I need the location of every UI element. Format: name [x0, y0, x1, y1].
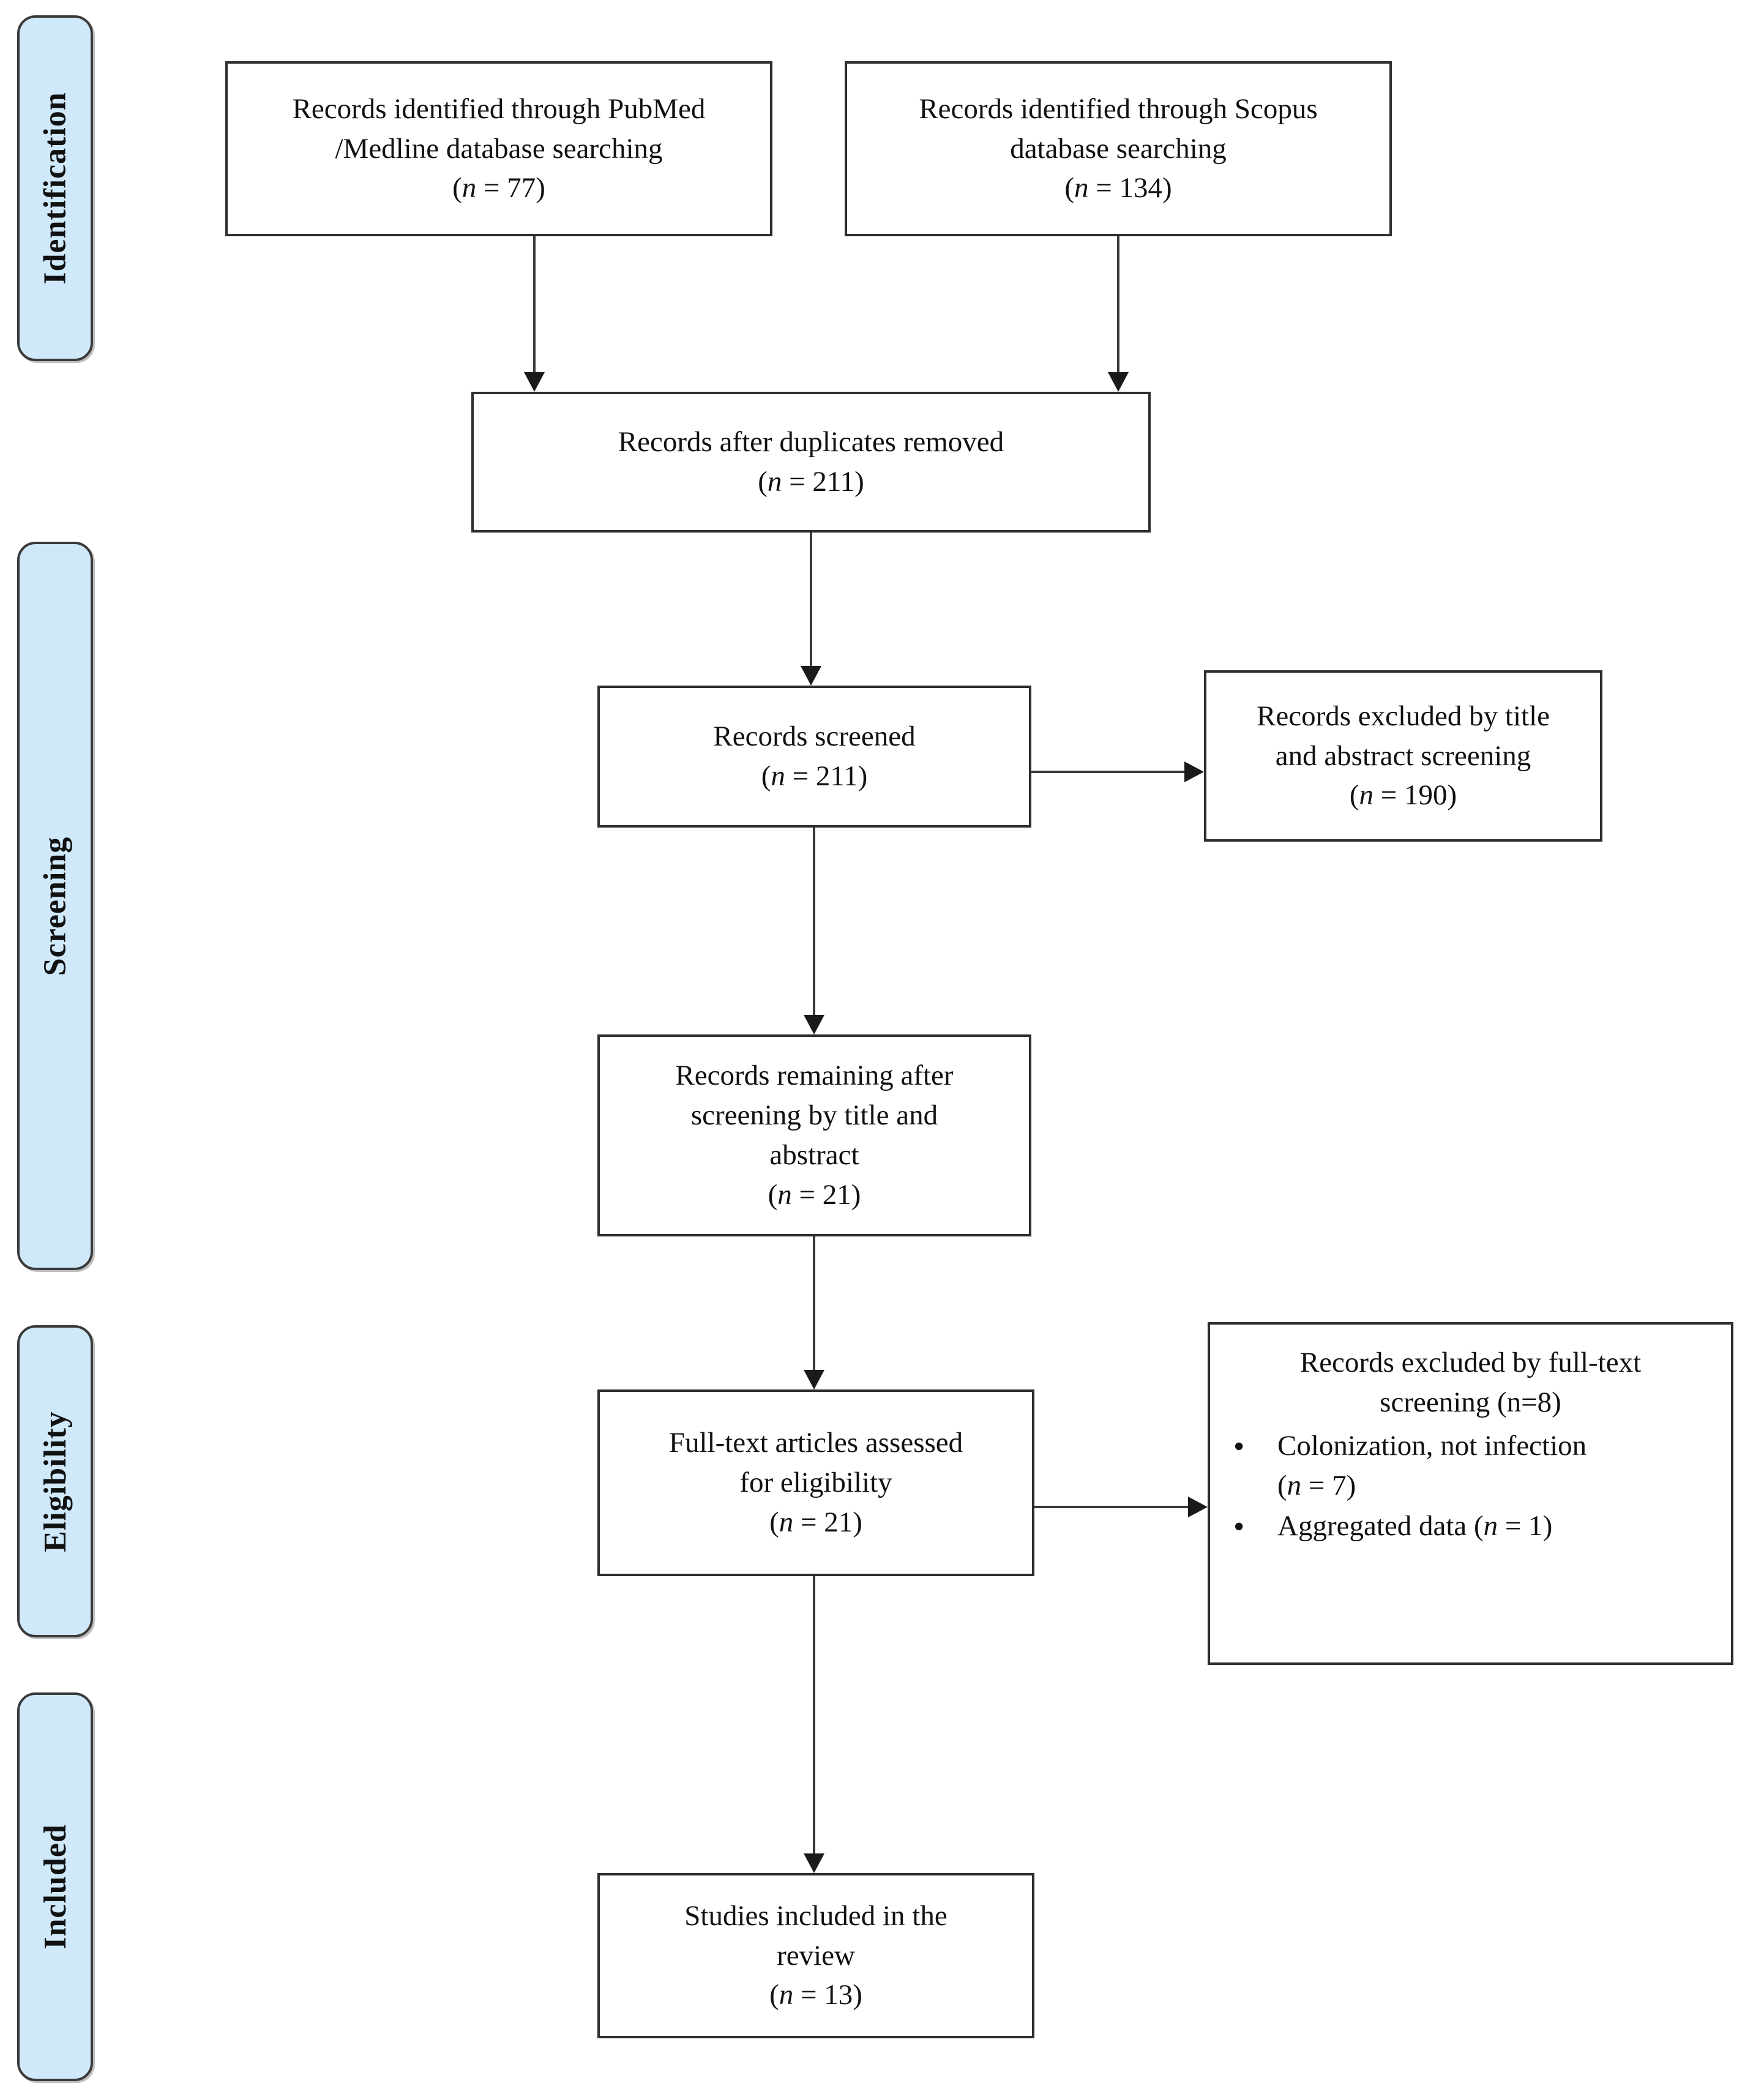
stage-label-identification: Identification — [17, 15, 93, 361]
box-text-line: Records excluded by full-text — [1299, 1347, 1642, 1378]
box-text-line: Records identified through PubMed — [292, 92, 706, 125]
box-records-after-duplicates-removed: Records after duplicates removed (n = 211… — [471, 392, 1151, 533]
stage-label-eligibility: Eligibility — [17, 1325, 93, 1637]
arrowhead-down-icon — [1108, 372, 1129, 392]
arrow-line-screened-to-excluded — [1031, 771, 1186, 773]
box-fulltext-articles-assessed: Full-text articles assessed for eligibili… — [597, 1389, 1034, 1576]
box-text: Records remaining after screening by titl… — [600, 1056, 1029, 1214]
stage-label-text: Eligibility — [37, 1410, 73, 1552]
arrowhead-down-icon — [804, 1015, 824, 1034]
box-text: Records excluded by full-text screening (… — [1210, 1343, 1731, 1423]
arrow-line-fulltext-to-included — [813, 1576, 815, 1855]
box-bullet-list: Colonization, not infection (n = 7) Aggreg… — [1210, 1425, 1731, 1549]
box-text-line: screening (n=8) — [1380, 1386, 1561, 1418]
box-text: Full-text articles assessed for eligibili… — [600, 1423, 1032, 1542]
arrow-line-remaining-to-fulltext — [813, 1236, 815, 1371]
arrow-line-scopus-to-duplicates — [1117, 236, 1119, 375]
box-text-line: Full-text articles assessed — [668, 1427, 963, 1459]
box-text-line: (n = 190) — [1349, 779, 1457, 812]
arrow-line-screened-to-remaining — [813, 828, 815, 1016]
box-text-line: /Medline database searching — [335, 132, 663, 165]
box-records-screened: Records screened (n = 211) — [597, 686, 1031, 828]
arrow-line-fulltext-to-excluded — [1034, 1506, 1189, 1508]
box-text-line: for eligibility — [739, 1467, 892, 1499]
stage-label-text: Screening — [37, 836, 73, 976]
box-text-line: Records excluded by title — [1257, 700, 1550, 732]
bullet-line: (n = 7) — [1277, 1469, 1356, 1501]
box-text-line: Studies included in the — [684, 1899, 947, 1932]
bullet-item: Colonization, not infection (n = 7) — [1210, 1425, 1731, 1506]
arrow-line-pubmed-to-duplicates — [533, 236, 536, 375]
stage-label-screening: Screening — [17, 542, 93, 1270]
box-text-line: database searching — [1010, 132, 1227, 165]
box-text-line: Records after duplicates removed — [618, 426, 1004, 458]
box-text: Records identified through Scopus databas… — [847, 89, 1389, 209]
stage-label-text: Included — [37, 1824, 73, 1950]
box-text-line: abstract — [769, 1139, 859, 1171]
box-records-identified-scopus: Records identified through Scopus databas… — [845, 61, 1392, 236]
bullet-line: Aggregated data (n = 1) — [1277, 1510, 1553, 1542]
box-text-line: review — [777, 1939, 855, 1972]
arrowhead-right-icon — [1188, 1497, 1208, 1517]
box-text-line: (n = 211) — [758, 466, 864, 498]
box-text-line: (n = 21) — [768, 1178, 861, 1211]
box-records-remaining-after-screening: Records remaining after screening by titl… — [597, 1034, 1031, 1236]
box-text-line: (n = 13) — [769, 1979, 862, 2011]
arrowhead-down-icon — [804, 1853, 824, 1873]
box-text-line: screening by title and — [690, 1099, 938, 1132]
box-text: Records identified through PubMed/Medlin… — [228, 89, 770, 209]
box-text-line: (n = 21) — [769, 1506, 862, 1538]
arrow-line-duplicates-to-screened — [810, 533, 812, 667]
bullet-line: Colonization, not infection — [1277, 1429, 1587, 1462]
box-text-line: Records identified through Scopus — [919, 92, 1318, 125]
stage-label-included: Included — [17, 1692, 93, 2081]
box-records-excluded-fulltext: Records excluded by full-text screening (… — [1208, 1322, 1733, 1665]
arrowhead-right-icon — [1184, 761, 1204, 782]
box-text-line: (n = 77) — [452, 172, 545, 204]
box-text: Records after duplicates removed (n = 211… — [474, 422, 1148, 502]
box-text: Studies included in the review (n = 13) — [600, 1896, 1032, 2016]
box-records-identified-pubmed: Records identified through PubMed/Medlin… — [225, 61, 772, 236]
box-text-line: (n = 134) — [1064, 172, 1172, 204]
box-text-line: Records screened — [713, 720, 916, 753]
bullet-item: Aggregated data (n = 1) — [1210, 1505, 1731, 1549]
box-text-line: Records remaining after — [675, 1060, 954, 1092]
box-text: Records screened (n = 211) — [600, 717, 1029, 796]
arrowhead-down-icon — [801, 666, 821, 686]
stage-label-text: Identification — [37, 92, 73, 285]
box-text: Records excluded by title and abstract sc… — [1206, 697, 1600, 816]
arrowhead-down-icon — [804, 1370, 824, 1389]
arrowhead-down-icon — [524, 372, 545, 392]
box-text-line: (n = 211) — [761, 760, 868, 792]
box-studies-included-in-review: Studies included in the review (n = 13) — [597, 1873, 1034, 2038]
box-text-line: and abstract screening — [1275, 739, 1531, 772]
box-records-excluded-title-abstract: Records excluded by title and abstract sc… — [1204, 670, 1602, 842]
